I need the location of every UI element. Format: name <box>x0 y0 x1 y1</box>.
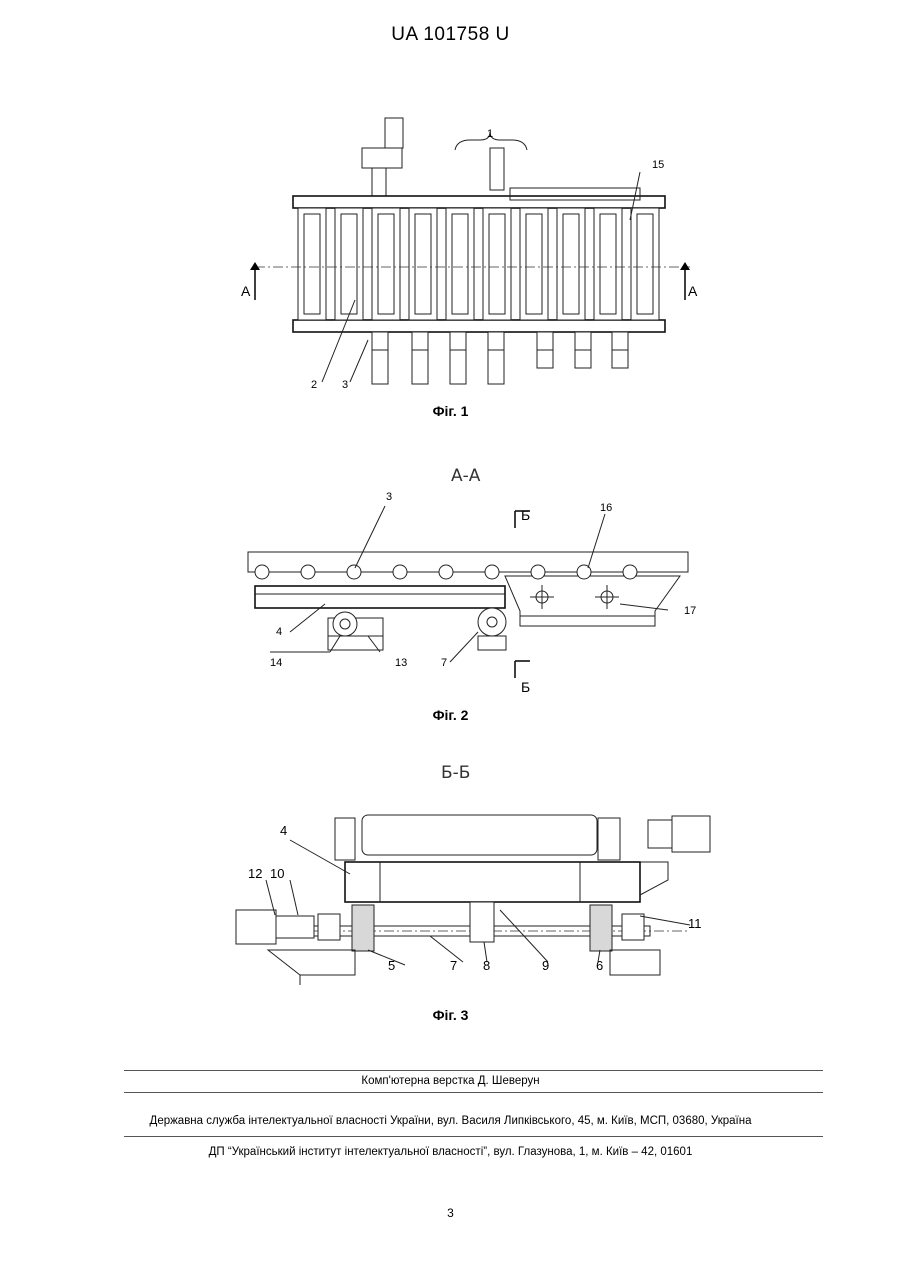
fig2-section-mark-bottom: Б <box>521 679 530 695</box>
drive-motor <box>488 332 504 384</box>
fig3-label-8: 8 <box>483 958 490 973</box>
fig1-section-mark-right: A <box>688 283 698 299</box>
fig1-label-15: 15 <box>652 159 664 171</box>
roller <box>483 208 511 320</box>
fig3-label-6: 6 <box>596 958 603 973</box>
fig3-label-5: 5 <box>388 958 395 973</box>
figure-1-drawing: A A 1 15 2 3 <box>0 110 901 400</box>
figure-3-drawing: 4 12 10 11 5 7 8 9 6 <box>0 790 901 1000</box>
figure-2-section-title: А-А <box>451 466 480 486</box>
roller <box>446 208 474 320</box>
fig1-label-1: 1 <box>487 128 493 140</box>
roller-wheel <box>577 565 591 579</box>
drive-motor <box>372 332 388 384</box>
fig2-label-17: 17 <box>684 605 696 617</box>
figure-2-caption: Фіг. 2 <box>0 707 901 723</box>
fig3-label-11: 11 <box>688 916 702 931</box>
footer-institute-address: ДП “Український інститут інтелектуальної… <box>0 1146 901 1158</box>
footer-layout-credit: Комп'ютерна верстка Д. Шеверун <box>0 1075 901 1087</box>
fig3-label-10: 10 <box>270 866 284 881</box>
roller <box>409 208 437 320</box>
footer-office-address: Державна служба інтелектуальної власност… <box>0 1115 901 1127</box>
roller <box>594 208 622 320</box>
fig1-section-mark-left: A <box>241 283 251 299</box>
footer-rule-middle <box>124 1092 823 1093</box>
fig1-label-2: 2 <box>311 379 317 391</box>
fig3-label-7: 7 <box>450 958 457 973</box>
figure-2-drawing: Б Б 3 16 4 17 14 13 7 <box>0 486 901 696</box>
fig2-section-mark-top: Б <box>521 507 530 523</box>
fig3-label-12: 12 <box>248 866 262 881</box>
roller <box>557 208 585 320</box>
footer-rule-top <box>124 1070 823 1071</box>
drive-motor <box>412 332 428 384</box>
roller <box>631 208 659 320</box>
figure-3-section-title: Б-Б <box>441 763 470 783</box>
roller-wheel <box>531 565 545 579</box>
fig3-label-9: 9 <box>542 958 549 973</box>
roller-wheel <box>393 565 407 579</box>
roller-wheel <box>255 565 269 579</box>
fig2-label-4: 4 <box>276 626 282 638</box>
roller <box>520 208 548 320</box>
fig2-label-3: 3 <box>386 491 392 503</box>
roller <box>372 208 400 320</box>
fig2-label-16: 16 <box>600 502 612 514</box>
roller <box>335 208 363 320</box>
drive-motor <box>450 332 466 384</box>
footer-rule-bottom <box>124 1136 823 1137</box>
page-number: 3 <box>0 1206 901 1220</box>
roller-wheel <box>623 565 637 579</box>
fig3-label-4: 4 <box>280 823 287 838</box>
roller-wheel <box>347 565 361 579</box>
fig2-label-13: 13 <box>395 657 407 669</box>
figure-1-caption: Фіг. 1 <box>0 403 901 419</box>
roller-wheel <box>301 565 315 579</box>
fig2-label-14: 14 <box>270 657 282 669</box>
roller-wheel <box>485 565 499 579</box>
fig2-label-7: 7 <box>441 657 447 669</box>
document-number: UA 101758 U <box>0 24 901 46</box>
fig1-label-3: 3 <box>342 379 348 391</box>
roller <box>298 208 326 320</box>
figure-3-caption: Фіг. 3 <box>0 1007 901 1023</box>
roller-wheel <box>439 565 453 579</box>
